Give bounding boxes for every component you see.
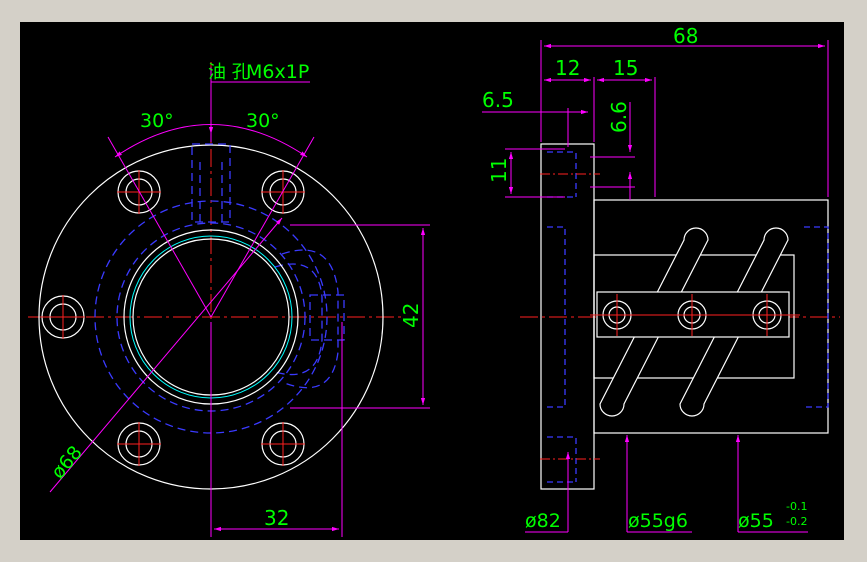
tol-lower-label: -0.2	[786, 515, 807, 528]
side-view: 68 12 15 6.5 6.6 11 ø82 ø55g6 ø55 -0.1 -…	[482, 24, 840, 533]
bolt-hole-bottom-left	[117, 422, 161, 466]
nut-dia-label: ø55	[738, 510, 774, 532]
cad-drawing: 油 孔 M6x1P 30° 30° ø68 42 32	[28, 24, 840, 537]
pcd-leader	[49, 217, 283, 493]
tol-upper-label: -0.1	[786, 500, 807, 513]
side-port-hidden	[309, 294, 345, 341]
oil-hole-thread: M6x1P	[246, 61, 309, 83]
oil-hole-hidden	[191, 143, 231, 223]
flange-dia-label: ø82	[525, 510, 561, 532]
oil-hole-label: 油 孔	[208, 62, 250, 83]
bolt-hole-bottom-right	[261, 422, 305, 466]
pcd-label: ø68	[47, 442, 87, 484]
step-length-label: 15	[613, 56, 638, 80]
body-dia-label: ø55g6	[628, 510, 688, 532]
height-label: 42	[399, 303, 423, 328]
cad-drawing-canvas: 油 孔 M6x1P 30° 30° ø68 42 32	[20, 22, 844, 540]
hole-depth-label: 6.6	[607, 101, 631, 133]
hole-width-label: 11	[487, 158, 511, 183]
overall-length-label: 68	[673, 24, 698, 48]
hidden-return-tube	[281, 249, 339, 389]
offset-label: 6.5	[482, 88, 514, 112]
front-view: 油 孔 M6x1P 30° 30° ø68 42 32	[28, 61, 430, 537]
angle-label-left: 30°	[140, 110, 174, 132]
width-label: 32	[264, 506, 289, 530]
flange-thickness-label: 12	[555, 56, 580, 80]
bolt-hole-left	[41, 295, 85, 339]
angle-label-right: 30°	[246, 110, 280, 132]
